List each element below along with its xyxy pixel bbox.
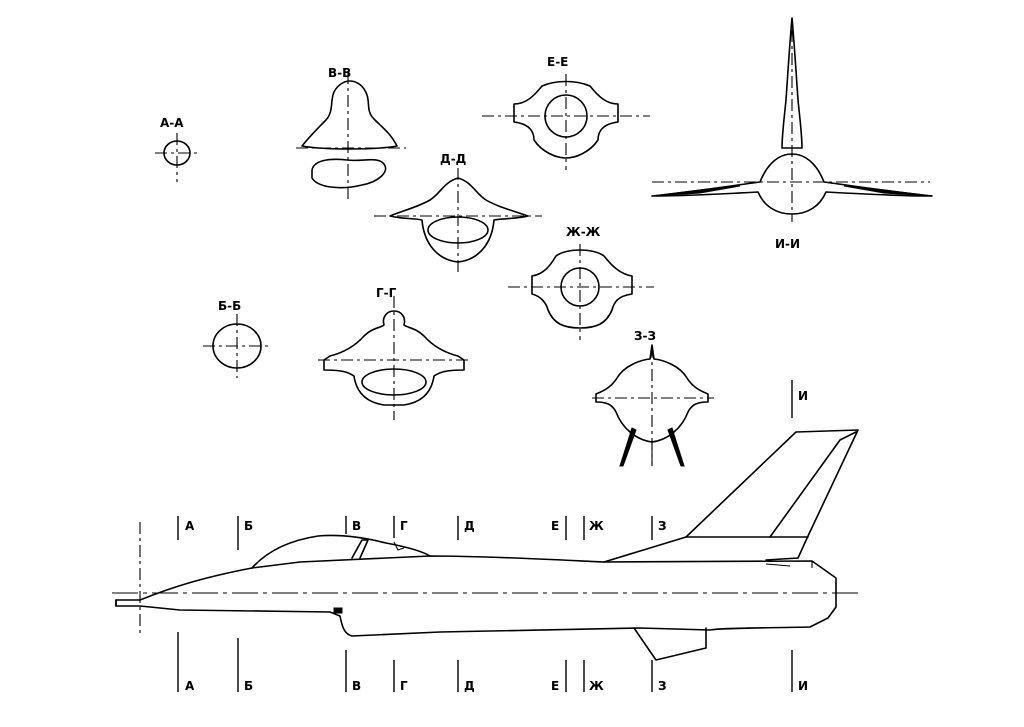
side-view-canopy-frame — [351, 539, 369, 559]
section-z-z-ventral-fin-right — [667, 427, 685, 467]
cut-label-i-bottom: И — [798, 679, 808, 693]
cut-label-g-top: Г — [400, 519, 408, 533]
cut-label-e-bottom: Е — [551, 679, 559, 693]
section-d-d-title: Д-Д — [440, 152, 466, 166]
cut-label-z-bottom: З — [658, 679, 667, 693]
cut-label-a-bottom: А — [185, 679, 195, 693]
section-d-d: Д-Д — [374, 152, 542, 276]
section-i-i-stabilizer-left — [651, 185, 741, 197]
side-view-ventral-fin — [633, 627, 707, 661]
section-i-i-stabilizer-right — [843, 185, 933, 197]
cut-label-d-top: Д — [464, 519, 475, 533]
section-zh-zh-title: Ж-Ж — [566, 225, 601, 239]
section-e-e: Е-Е — [482, 55, 650, 170]
cut-label-v-top: В — [352, 519, 361, 533]
cut-label-g-bottom: Г — [400, 679, 408, 693]
cut-label-i-top: И — [798, 389, 808, 403]
side-view-vertical-tail — [603, 429, 859, 563]
cut-label-v-bottom: В — [352, 679, 361, 693]
section-b-b: Б-Б — [203, 299, 272, 378]
cut-label-zh-top: Ж — [589, 519, 604, 533]
section-v-v-title: В-В — [328, 66, 351, 80]
section-i-i-title: И-И — [775, 237, 800, 251]
section-d-d-fuselage-outline — [389, 177, 529, 263]
section-e-e-fuselage-outline — [513, 80, 619, 159]
section-zh-zh-fuselage-outline — [531, 249, 633, 329]
section-z-z: З-З — [592, 329, 714, 467]
section-z-z-fuselage-outline — [595, 344, 709, 443]
section-v-v-intake-outline — [311, 158, 387, 189]
section-a-a-title: А-А — [160, 116, 184, 130]
cut-label-zh-bottom: Ж — [589, 679, 604, 693]
section-zh-zh: Ж-Ж — [508, 225, 654, 340]
section-b-b-title: Б-Б — [218, 299, 241, 313]
section-v-v: В-В — [296, 66, 406, 200]
section-g-g-fuselage-outline — [323, 310, 465, 406]
section-v-v-canopy-outline — [301, 80, 398, 150]
cut-label-z-top: З — [658, 519, 667, 533]
section-cut-markers: А Б В Г Д Е Ж З И А Б В Г Д Е Ж З И — [177, 380, 808, 693]
cut-label-b-top: Б — [244, 519, 253, 533]
cut-label-a-top: А — [185, 519, 195, 533]
side-view-canopy — [251, 534, 431, 569]
cut-label-d-bottom: Д — [464, 679, 475, 693]
aircraft-side-view — [112, 429, 862, 661]
section-g-g: Г-Г — [318, 286, 470, 420]
cut-label-e-top: Е — [551, 519, 559, 533]
section-i-i: И-И — [651, 17, 933, 251]
section-g-g-title: Г-Г — [376, 286, 397, 300]
cut-label-b-bottom: Б — [244, 679, 253, 693]
section-z-z-title: З-З — [634, 329, 656, 343]
side-view-fuselage-outline — [115, 555, 837, 637]
section-e-e-title: Е-Е — [547, 55, 568, 69]
section-z-z-ventral-fin-left — [619, 427, 637, 467]
section-a-a: А-А — [155, 116, 199, 182]
